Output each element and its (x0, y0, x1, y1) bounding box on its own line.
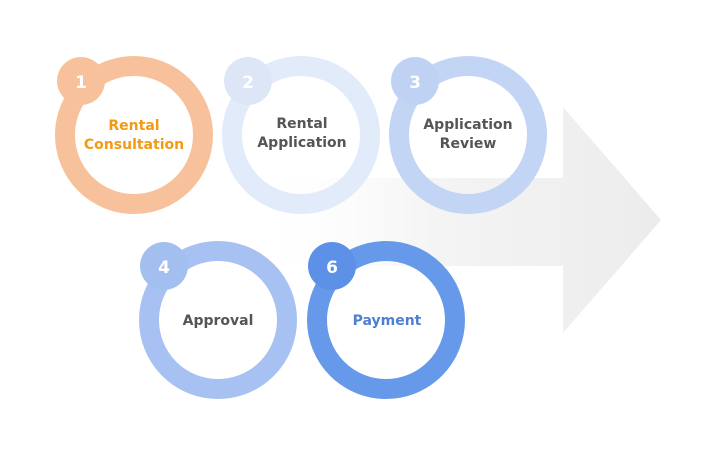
step-4: 4 Approval (139, 241, 297, 399)
step-ring (389, 56, 547, 214)
step-badge (140, 242, 188, 290)
step-badge (224, 57, 272, 105)
step-number: 4 (158, 258, 170, 278)
step-number: 3 (409, 73, 421, 93)
step-ring (307, 241, 465, 399)
step-label-line2: Application (257, 135, 346, 151)
step-ring (55, 56, 213, 214)
step-badge (391, 57, 439, 105)
flow-arrow (250, 107, 661, 333)
step-number: 2 (242, 73, 254, 93)
step-3: 3 Application Review (389, 56, 547, 214)
step-badge (308, 242, 356, 290)
step-2: 2 Rental Application (222, 56, 380, 214)
step-ring (222, 56, 380, 214)
step-label-line1: Rental (108, 118, 159, 134)
step-label-line1: Rental (276, 116, 327, 132)
step-5: 6 Payment (307, 241, 465, 399)
step-number: 6 (326, 258, 338, 278)
step-1: 1 Rental Consultation (55, 56, 213, 214)
step-label-line2: Review (440, 136, 497, 152)
step-label: Payment (353, 313, 422, 329)
step-label: Approval (183, 313, 254, 329)
step-badge (57, 57, 105, 105)
step-number: 1 (75, 73, 87, 93)
step-label-line2: Consultation (84, 137, 184, 153)
step-ring (139, 241, 297, 399)
step-label-line1: Application (423, 117, 512, 133)
